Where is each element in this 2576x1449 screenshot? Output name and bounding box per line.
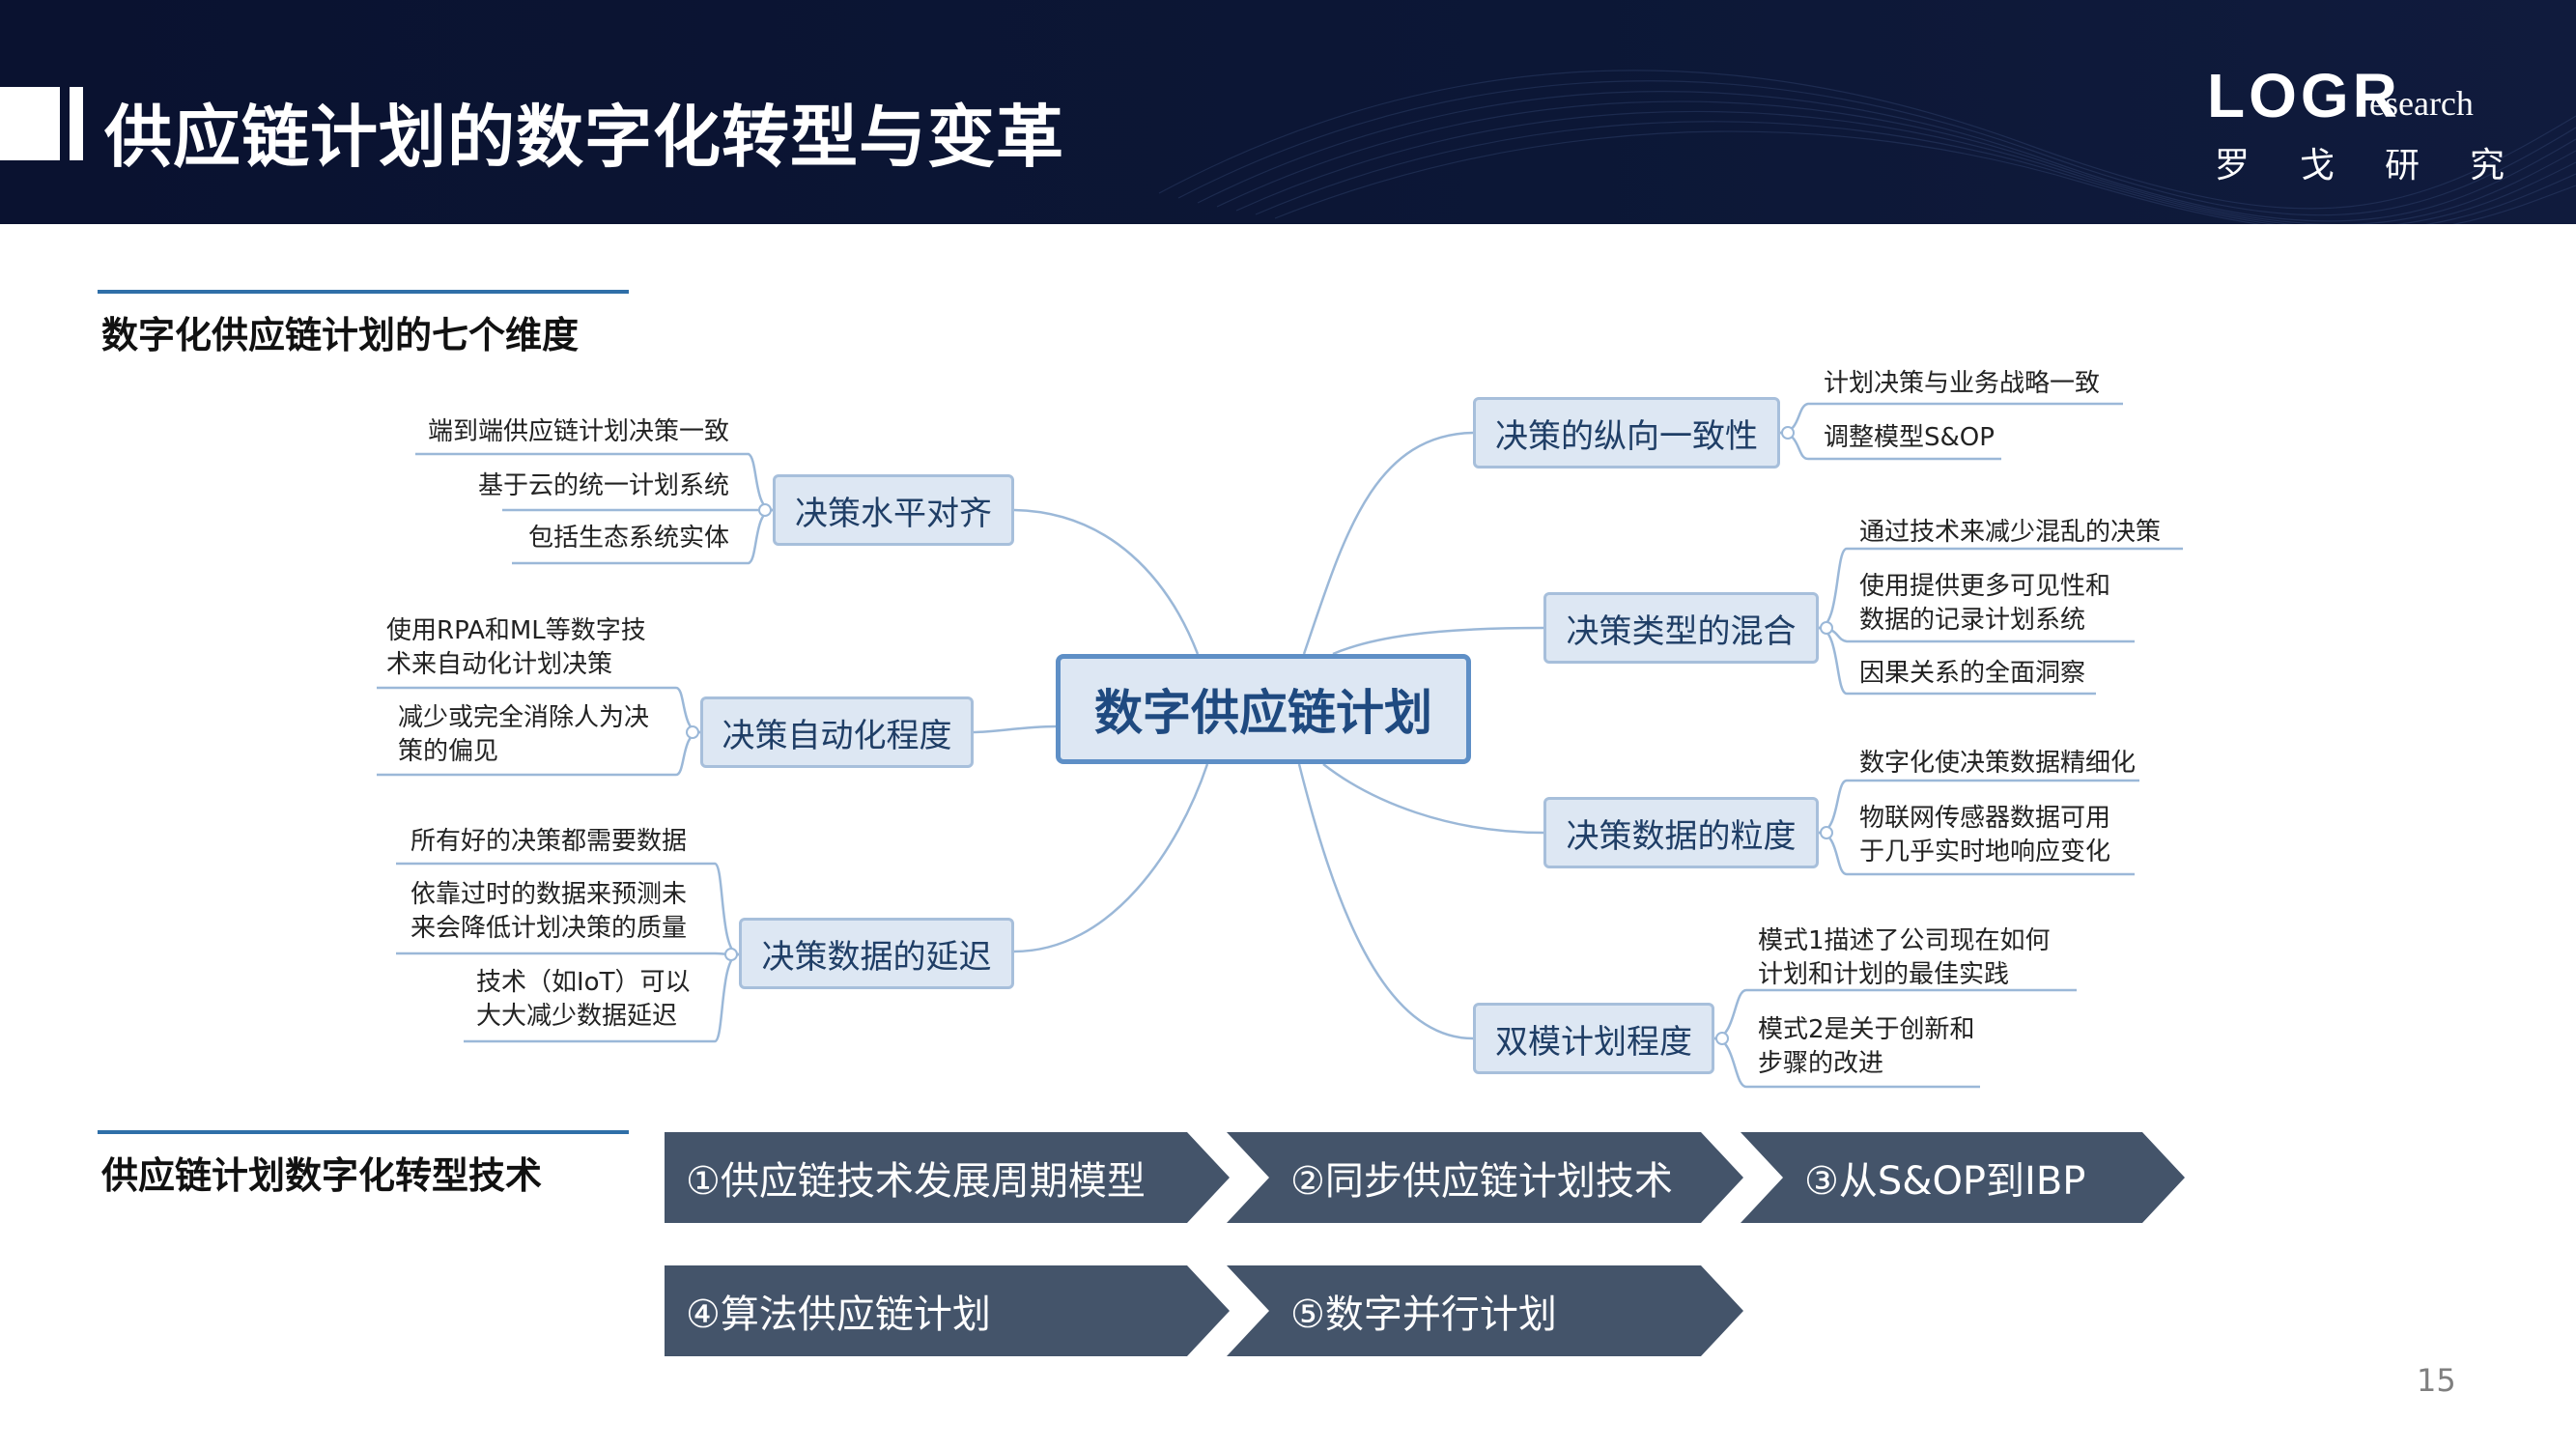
leaf-mix-1: 通过技术来减少混乱的决策 — [1859, 518, 2162, 547]
section-rule-dimensions — [98, 290, 629, 294]
leaf-granularity-2: 物联网传感器数据可用 — [1859, 804, 2111, 833]
leaf-latency-3: 来会降低计划决策的质量 — [410, 914, 688, 943]
leaf-bimodal-3: 模式2是关于创新和 — [1758, 1015, 1975, 1044]
leaf-automation-4: 策的偏见 — [398, 737, 499, 766]
leaf-automation-2: 术来自动化计划决策 — [386, 650, 613, 679]
header-wave-decoration — [1158, 70, 2576, 224]
leaf-latency-5: 大大减少数据延迟 — [476, 1002, 678, 1031]
title-accent-block — [0, 87, 60, 160]
leaf-horizontal-2: 基于云的统一计划系统 — [477, 471, 729, 500]
leaf-bimodal-2: 计划和计划的最佳实践 — [1758, 960, 2010, 989]
tech-arrow-1: ①供应链技术发展周期模型 — [665, 1132, 1230, 1223]
leaf-granularity-1: 数字化使决策数据精细化 — [1859, 749, 2137, 778]
leaf-latency-4: 技术（如IoT）可以 — [476, 968, 691, 997]
leaf-mix-2: 使用提供更多可见性和 — [1859, 572, 2111, 601]
mindmap-center-node: 数字供应链计划 — [1056, 654, 1471, 764]
branch-data-latency: 决策数据的延迟 — [739, 918, 1014, 989]
branch-vertical-consistency: 决策的纵向一致性 — [1473, 397, 1780, 469]
leaf-latency-2: 依靠过时的数据来预测未 — [410, 880, 688, 909]
branch-decision-type-mix: 决策类型的混合 — [1543, 592, 1819, 664]
leaf-granularity-3: 于几乎实时地响应变化 — [1859, 838, 2111, 867]
branch-automation-degree: 决策自动化程度 — [700, 696, 974, 768]
leaf-horizontal-3: 包括生态系统实体 — [527, 524, 729, 553]
branch-bimodal-planning: 双模计划程度 — [1473, 1003, 1714, 1074]
leaf-vertical-1: 计划决策与业务战略一致 — [1824, 369, 2101, 398]
logo-research-text: esearch — [2369, 84, 2474, 123]
leaf-bimodal-1: 模式1描述了公司现在如何 — [1758, 926, 2051, 955]
branch-horizontal-alignment: 决策水平对齐 — [773, 474, 1014, 546]
leaf-latency-1: 所有好的决策都需要数据 — [410, 827, 688, 856]
header-banner: 供应链计划的数字化转型与变革 LOGR esearch 罗戈研究 — [0, 0, 2576, 224]
tech-arrow-2: ②同步供应链计划技术 — [1227, 1132, 1743, 1223]
leaf-vertical-2: 调整模型S&OP — [1824, 423, 1995, 452]
title-accent-bar — [70, 87, 83, 160]
logo-text: LOGR — [2207, 61, 2401, 130]
section-title-dimensions: 数字化供应链计划的七个维度 — [101, 314, 580, 356]
logr-logo: LOGR esearch 罗戈研究 — [2207, 60, 2516, 185]
tech-arrow-4: ④算法供应链计划 — [665, 1265, 1230, 1356]
page-title: 供应链计划的数字化转型与变革 — [104, 98, 1064, 177]
leaf-automation-1: 使用RPA和ML等数字技 — [386, 616, 646, 645]
leaf-horizontal-1: 端到端供应链计划决策一致 — [427, 417, 729, 446]
logo-chinese-text: 罗戈研究 — [2215, 146, 2556, 185]
tech-arrow-3: ③从S&OP到IBP — [1741, 1132, 2185, 1223]
section-title-tech: 供应链计划数字化转型技术 — [101, 1154, 543, 1197]
leaf-mix-3: 数据的记录计划系统 — [1859, 606, 2086, 635]
leaf-automation-3: 减少或完全消除人为决 — [398, 703, 650, 732]
page-number: 15 — [2417, 1362, 2456, 1399]
leaf-mix-4: 因果关系的全面洞察 — [1859, 659, 2086, 688]
branch-data-granularity: 决策数据的粒度 — [1543, 797, 1819, 868]
tech-arrow-5: ⑤数字并行计划 — [1227, 1265, 1743, 1356]
section-rule-tech — [98, 1130, 629, 1134]
leaf-bimodal-4: 步骤的改进 — [1758, 1049, 1884, 1078]
